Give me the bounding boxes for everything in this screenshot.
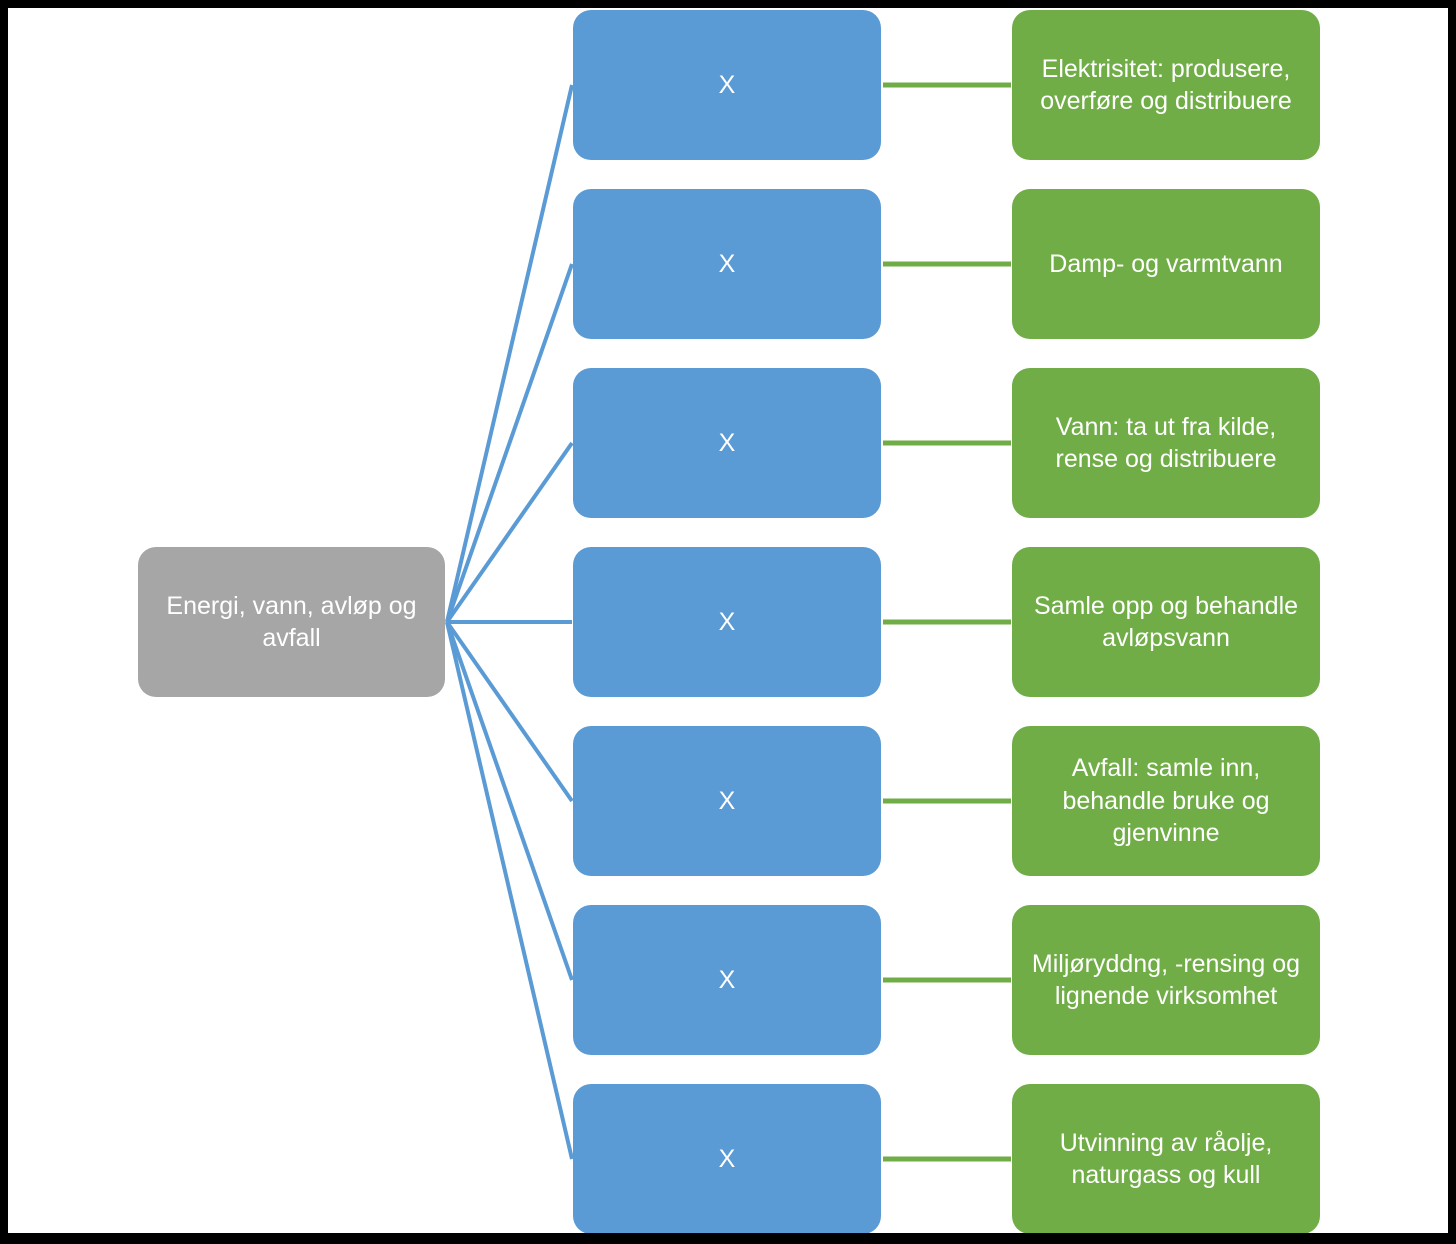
connector-root-to-mid-3 bbox=[445, 441, 574, 624]
leaf-node-5-label: Avfall: samle inn, behandle bruke og gje… bbox=[1062, 754, 1270, 848]
leaf-node-1: Elektrisitet: produsere, overføre og dis… bbox=[1012, 10, 1320, 160]
connector-root-to-mid-1 bbox=[445, 84, 574, 623]
leaf-node-7: Utvinning av råolje, naturgass og kull bbox=[1012, 1084, 1320, 1233]
mid-node-4: X bbox=[573, 547, 881, 697]
mid-node-3-label: X bbox=[718, 428, 736, 457]
mid-node-5: X bbox=[573, 726, 881, 876]
leaf-node-2-label: Damp- og varmtvann bbox=[1049, 249, 1283, 278]
mid-node-4-label: X bbox=[718, 607, 736, 636]
connector-root-to-mid-7 bbox=[445, 621, 574, 1160]
connector-root-to-mid-2 bbox=[445, 263, 574, 623]
leaf-node-5: Avfall: samle inn, behandle bruke og gje… bbox=[1012, 726, 1320, 876]
mid-node-1: X bbox=[573, 10, 881, 160]
connector-root-to-mid-6 bbox=[445, 621, 574, 981]
leaf-node-3-label: Vann: ta ut fra kilde, rense og distribu… bbox=[1055, 412, 1277, 474]
mid-node-6: X bbox=[573, 905, 881, 1055]
leaf-node-7-label: Utvinning av råolje, naturgass og kull bbox=[1059, 1128, 1273, 1190]
leaf-node-1-label: Elektrisitet: produsere, overføre og dis… bbox=[1040, 54, 1292, 116]
leaf-node-3: Vann: ta ut fra kilde, rense og distribu… bbox=[1012, 368, 1320, 518]
connector-lines-layer bbox=[445, 82, 1011, 1162]
mid-node-7-label: X bbox=[718, 1144, 736, 1173]
mid-node-2: X bbox=[573, 189, 881, 339]
mid-node-5-label: X bbox=[718, 786, 736, 815]
mid-node-3: X bbox=[573, 368, 881, 518]
root-node-label: Energi, vann, avløp og avfall bbox=[166, 591, 417, 653]
leaf-node-4: Samle opp og behandle avløpsvann bbox=[1012, 547, 1320, 697]
mid-node-1-label: X bbox=[718, 70, 736, 99]
mid-node-2-label: X bbox=[718, 249, 736, 278]
leaf-node-6-label: Miljøryddng, -rensing og lignende virkso… bbox=[1031, 949, 1301, 1011]
root-node: Energi, vann, avløp og avfall bbox=[138, 547, 445, 697]
leaf-node-6: Miljøryddng, -rensing og lignende virkso… bbox=[1012, 905, 1320, 1055]
connector-root-to-mid-5 bbox=[445, 620, 574, 803]
leaf-node-2: Damp- og varmtvann bbox=[1012, 189, 1320, 339]
mid-node-7: X bbox=[573, 1084, 881, 1233]
leaf-node-4-label: Samle opp og behandle avløpsvann bbox=[1033, 591, 1299, 653]
mid-node-6-label: X bbox=[718, 965, 736, 994]
